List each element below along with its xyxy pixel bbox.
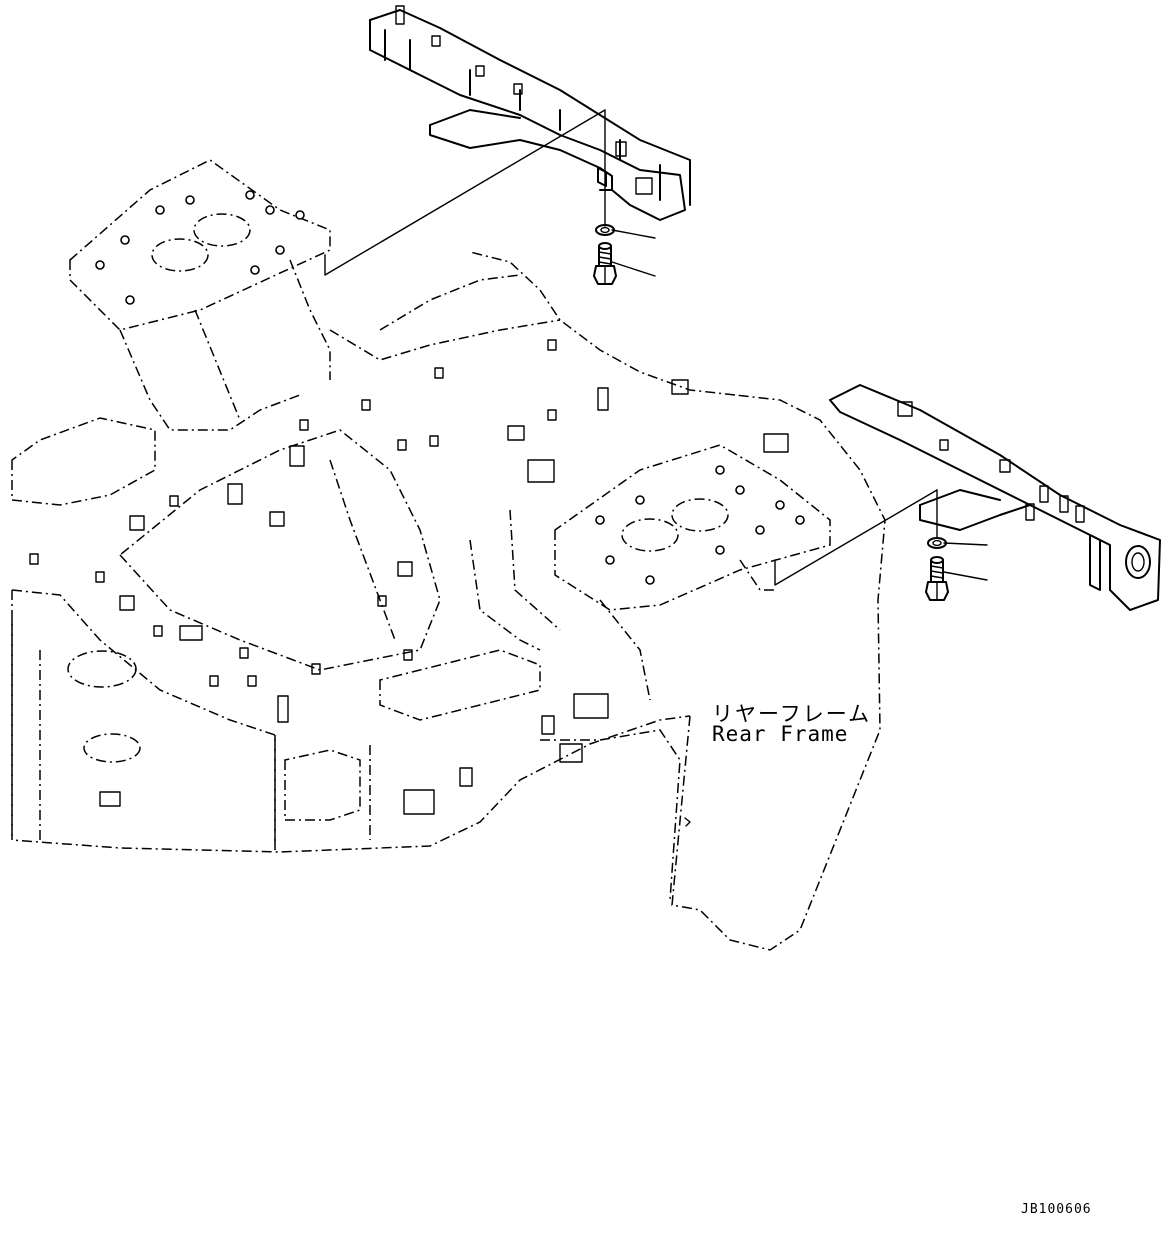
bolt-upper bbox=[593, 242, 617, 285]
drawing-number: JB100606 bbox=[1021, 1202, 1092, 1217]
leader-washer-upper bbox=[611, 229, 656, 239]
part-label-japanese: リヤーフレーム bbox=[712, 702, 872, 726]
frame-bosses bbox=[29, 339, 789, 815]
bolt-lower bbox=[925, 556, 949, 601]
upper-handrail-bracket bbox=[369, 5, 691, 221]
part-label-english: Rear Frame bbox=[712, 722, 849, 746]
leader-bolt-lower bbox=[943, 571, 988, 581]
leader-bolt-upper bbox=[611, 261, 656, 277]
assembly-center-lines bbox=[324, 109, 938, 586]
frame-label-mark bbox=[684, 817, 691, 827]
right-handrail-bracket bbox=[829, 384, 1161, 611]
leader-washer-lower bbox=[943, 542, 988, 546]
callout-leaders bbox=[611, 229, 988, 581]
mount-plate-holes bbox=[95, 190, 805, 585]
rear-frame bbox=[11, 159, 886, 951]
